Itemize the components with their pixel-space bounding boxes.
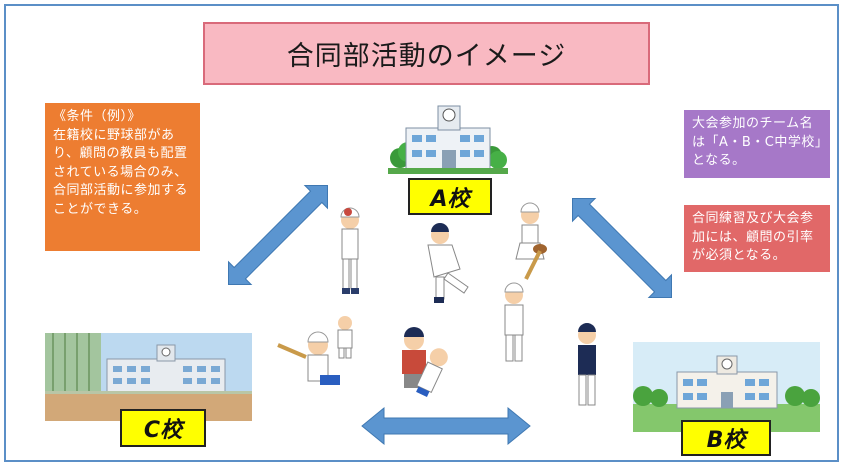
arrow-a-c <box>228 185 328 285</box>
team-name-note: 大会参加のチーム名は「A・B・C中学校」となる。 <box>684 110 830 178</box>
school-c-label: C校 <box>120 409 206 447</box>
baseball-players-illustration <box>277 202 596 406</box>
school-c-illustration <box>45 333 252 421</box>
condition-note: 《条件（例）》 在籍校に野球部があり、顧問の教員も配置されている場合のみ、合同部… <box>45 103 200 251</box>
school-a-illustration <box>388 105 508 174</box>
school-b-label: B校 <box>681 420 771 456</box>
diagram-title: 合同部活動のイメージ <box>203 22 650 85</box>
school-b-illustration <box>633 342 820 432</box>
advisor-note: 合同練習及び大会参加には、顧問の引率が必須となる。 <box>684 205 830 272</box>
arrow-b-c <box>361 406 531 446</box>
arrow-a-b <box>572 198 672 298</box>
school-a-label: A校 <box>408 178 492 215</box>
